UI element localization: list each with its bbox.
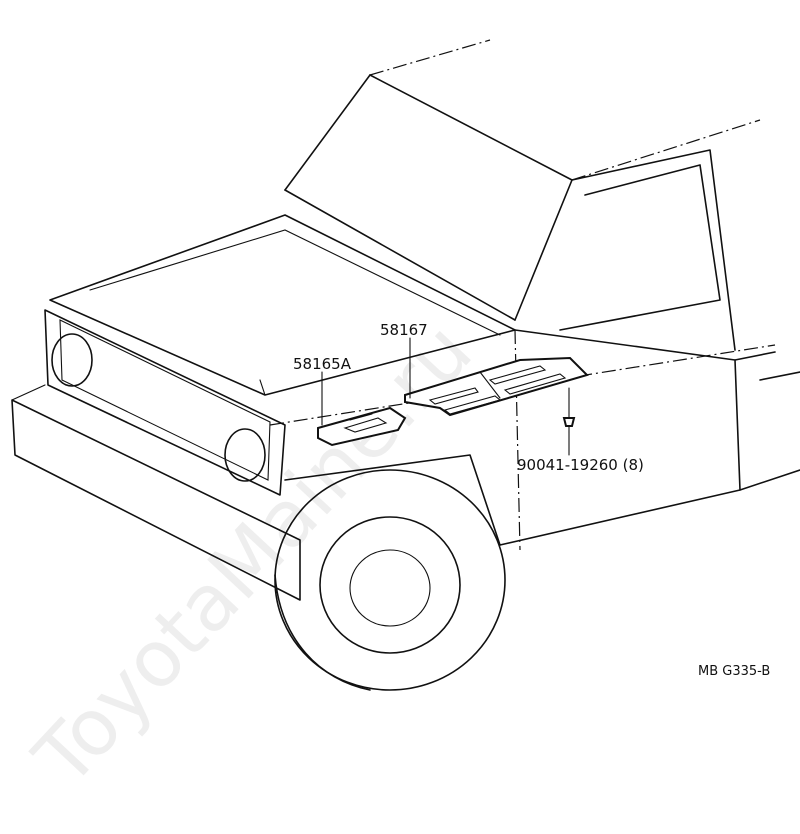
figure-code: MB G335-B xyxy=(698,664,770,679)
part-58165a-shape[interactable] xyxy=(317,406,407,447)
clip-shape[interactable] xyxy=(562,417,576,433)
part-label-58167: 58167 xyxy=(380,321,428,339)
part-label-clip: 90041-19260 (8) xyxy=(517,456,644,474)
cab-roof-outline xyxy=(284,39,761,351)
watermark-text: ToyotaMaine.ru xyxy=(17,307,489,804)
leader-lines xyxy=(321,337,570,456)
part-label-58165a: 58165A xyxy=(293,355,352,373)
part-58167-shape[interactable] xyxy=(404,356,589,417)
front-bumper xyxy=(11,384,301,601)
wheel xyxy=(274,454,506,691)
front-grille xyxy=(44,309,286,496)
